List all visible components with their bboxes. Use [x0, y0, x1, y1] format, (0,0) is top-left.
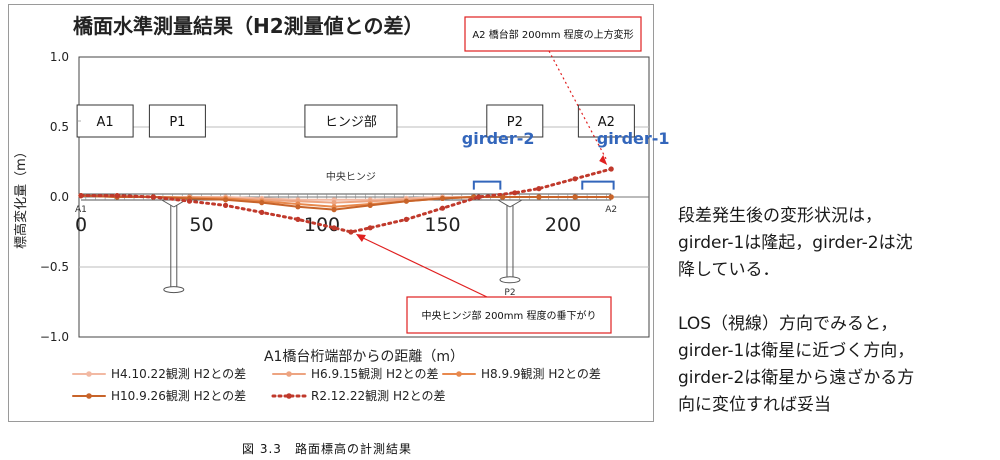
series-point [259, 200, 265, 206]
note-line: 段差発生後の変形状況は， [678, 206, 882, 226]
callout-bottom-box [406, 296, 612, 334]
series-point [78, 193, 84, 199]
series-point [331, 200, 337, 206]
support-label: ヒンジ部 [325, 115, 377, 130]
legend-label: R2.12.22観測 H2との差 [311, 389, 446, 403]
note-line: 向に変位すれば妥当 [678, 395, 831, 415]
support-box [76, 104, 134, 138]
x-tick-label: 50 [189, 214, 213, 236]
support-box [577, 104, 635, 138]
figure-caption: 図 3.3 路面標高の計測結果 [242, 442, 412, 456]
callout-bottom-arrow [358, 235, 488, 298]
series-point [403, 198, 409, 204]
note-line: girder-1は隆起，girder-2は沈 [678, 233, 913, 253]
callout-top-arrowhead [599, 155, 608, 165]
support-box [304, 104, 398, 138]
y-tick-label: 0.0 [50, 190, 69, 204]
note-line: girder-2は衛星から遠ざかる方 [678, 368, 915, 388]
support-box [486, 104, 544, 138]
girder-2-label: girder-2 [462, 129, 535, 148]
series-point [186, 198, 193, 204]
legend-label: H4.10.22観測 H2との差 [111, 367, 246, 381]
series-point [114, 193, 120, 199]
series-point [608, 166, 614, 172]
side-note: 段差発生後の変形状況は， girder-1は隆起，girder-2は沈 降してい… [678, 203, 996, 419]
girder-2-bracket [472, 180, 502, 190]
series-point [403, 216, 409, 222]
series-point [295, 216, 301, 222]
legend-label: H10.9.26観測 H2との差 [111, 389, 246, 403]
series-point [536, 186, 542, 192]
girder-1-bracket [581, 180, 615, 190]
series-point [476, 194, 482, 200]
series-point [439, 195, 446, 201]
girder-1-label: girder-1 [597, 129, 670, 148]
series-point [572, 194, 578, 200]
legend-label: H8.9.9観測 H2との差 [481, 367, 601, 381]
pier-p2-haunch-right [509, 199, 523, 208]
note-line: LOS（視線）方向でみると， [678, 314, 898, 334]
series-point [223, 202, 229, 208]
series-point [367, 202, 373, 208]
level-survey-chart: 橋面水準測量結果（H2測量値との差） 1.0 0.5 0.0 −0.5 −1.0 標高変化… [13, 14, 670, 403]
pier-label: P2 [504, 288, 515, 298]
y-tick-label: −1.0 [40, 330, 69, 344]
series-point [331, 207, 337, 213]
series-point [223, 197, 229, 203]
x-axis-label: A1橋台桁端部からの距離（m） [264, 348, 464, 365]
series-point [367, 225, 373, 231]
series-point [295, 204, 301, 210]
pier-p2-haunch-left [497, 199, 511, 208]
y-tick-label: −0.5 [40, 260, 69, 274]
series-point [331, 225, 337, 231]
series-point [439, 205, 446, 211]
hinge-label: 中央ヒンジ [326, 170, 376, 183]
deck-end-label-left: A1 [75, 205, 87, 215]
support-label: P1 [169, 115, 185, 130]
x-tick-label: 200 [545, 214, 581, 236]
pier-p1-footing [163, 286, 185, 294]
series-point [150, 194, 156, 200]
x-tick-label: 150 [424, 214, 460, 236]
pier-p1-haunch-left [161, 199, 175, 208]
legend-label: H6.9.15観測 H2との差 [311, 367, 439, 381]
pier-p2-footing [499, 276, 521, 284]
series-point [608, 194, 614, 200]
x-tick-label: 0 [75, 214, 87, 236]
chart-frame: 橋面水準測量結果（H2測量値との差） 1.0 0.5 0.0 −0.5 −1.0 標高変化… [8, 4, 670, 422]
legend-marker [86, 393, 92, 399]
support-label: A1 [97, 115, 114, 130]
y-axis-label: 標高変化量（m） [13, 145, 29, 249]
series-point [512, 190, 518, 196]
note-line: 降している． [678, 260, 780, 280]
series-point [348, 229, 354, 235]
callout-top-box [464, 16, 642, 52]
legend-marker [456, 371, 462, 377]
series-point [572, 176, 578, 182]
series-point [259, 209, 265, 215]
support-label: P2 [507, 115, 523, 130]
chart-title: 橋面水準測量結果（H2測量値との差） [73, 14, 423, 38]
deck-end-label-right: A2 [605, 205, 617, 215]
legend-marker [286, 393, 292, 399]
note-line: girder-1は衛星に近づく方向， [678, 341, 915, 361]
y-tick-label: 0.5 [50, 120, 69, 134]
y-tick-label: 1.0 [50, 50, 69, 64]
callout-bottom-text: 中央ヒンジ部 200mm 程度の垂下がり [422, 309, 597, 322]
legend-marker [286, 371, 292, 377]
support-box [148, 104, 206, 138]
series-point [536, 194, 542, 200]
callout-bottom-arrowhead [355, 234, 366, 242]
callout-top-arrow [548, 50, 608, 162]
support-label: A2 [598, 115, 615, 130]
legend-marker [86, 371, 92, 377]
callout-top-text: A2 橋台部 200mm 程度の上方変形 [472, 28, 633, 41]
